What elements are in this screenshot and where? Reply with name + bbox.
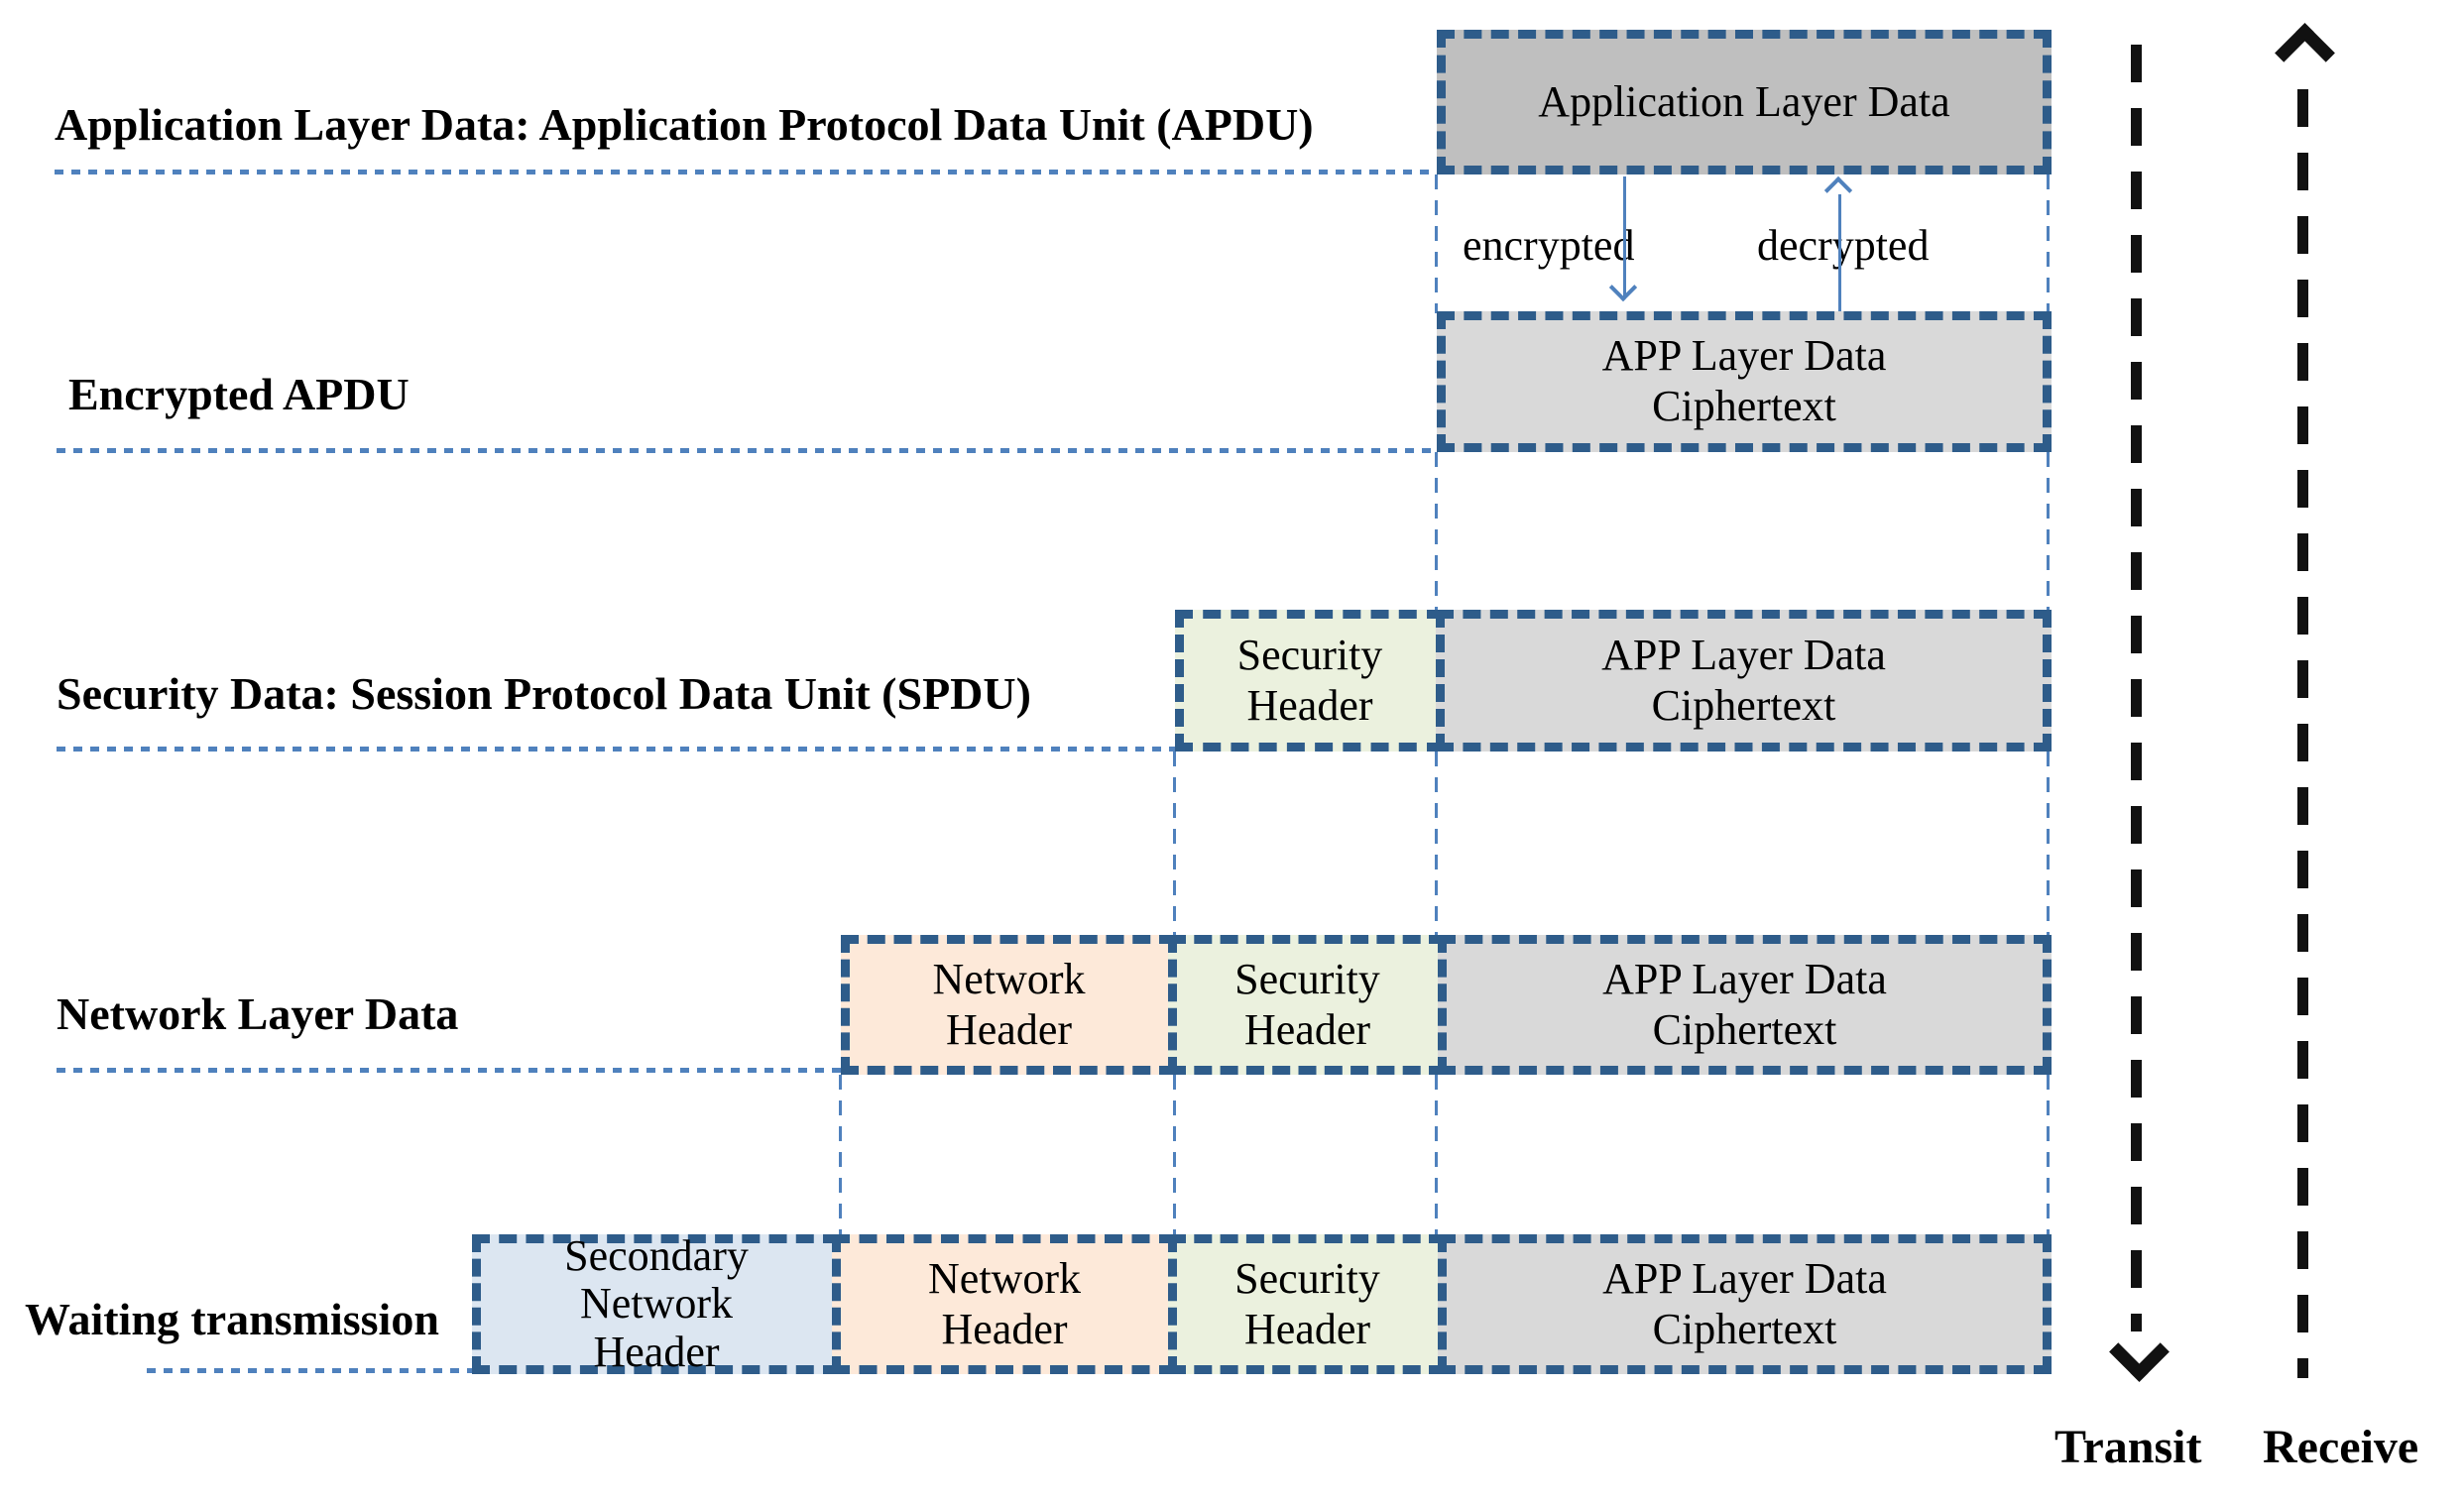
row-label-encrypted-apdu: Encrypted APDU — [68, 369, 410, 419]
box-text: Network Header — [928, 1253, 1081, 1353]
row-separator-line — [147, 1368, 472, 1373]
transit-label: Transit — [2054, 1421, 2202, 1473]
decrypted-arrow-line — [1838, 194, 1841, 315]
receive-arrow-up-icon — [2275, 23, 2335, 83]
column-guide-line — [839, 1075, 842, 1236]
transit-arrow-line — [2131, 45, 2142, 1331]
row-separator-line — [57, 747, 1175, 752]
box-network-header: Network Header — [832, 1234, 1177, 1374]
row-separator-line — [55, 170, 1437, 174]
column-guide-line — [2047, 1075, 2050, 1236]
row-label-apdu: Application Layer Data: Application Prot… — [55, 99, 1314, 150]
decrypted-label: decrypted — [1757, 221, 1930, 270]
box-text: APP Layer Data Ciphertext — [1601, 331, 1887, 430]
column-guide-line — [1435, 452, 1438, 612]
box-text: Application Layer Data — [1538, 76, 1950, 126]
encrypted-arrow-line — [1623, 176, 1626, 297]
box-security-header: Security Header — [1175, 610, 1445, 752]
box-text: Network Header — [932, 954, 1086, 1054]
box-text: Security Header — [1234, 1253, 1380, 1353]
box-security-header: Security Header — [1168, 1234, 1447, 1374]
column-guide-line — [2047, 174, 2050, 313]
transit-arrow-down-icon — [2109, 1322, 2170, 1382]
box-app-ciphertext: APP Layer Data Ciphertext — [1436, 610, 2052, 752]
box-text: APP Layer Data Ciphertext — [1602, 954, 1887, 1054]
box-text: APP Layer Data Ciphertext — [1602, 1253, 1887, 1353]
box-app-ciphertext: APP Layer Data Ciphertext — [1437, 311, 2052, 452]
column-guide-line — [1435, 174, 1438, 313]
row-label-network: Network Layer Data — [57, 988, 459, 1039]
decrypted-arrow-up-icon — [1823, 175, 1853, 205]
encrypted-arrow-down-icon — [1608, 273, 1638, 302]
column-guide-line — [2047, 452, 2050, 612]
box-secondary-network-header: Secondary Network Header — [472, 1230, 841, 1376]
box-text: Security Header — [1234, 954, 1380, 1054]
column-guide-line — [1173, 752, 1176, 937]
column-guide-line — [1173, 1075, 1176, 1236]
row-label-waiting: Waiting transmission — [25, 1294, 439, 1344]
box-network-header: Network Header — [841, 935, 1177, 1075]
box-app-ciphertext: APP Layer Data Ciphertext — [1438, 1234, 2052, 1374]
column-guide-line — [1435, 1075, 1438, 1236]
encrypted-label: encrypted — [1463, 221, 1635, 270]
row-label-spdu: Security Data: Session Protocol Data Uni… — [57, 668, 1031, 719]
box-app-ciphertext: APP Layer Data Ciphertext — [1438, 935, 2052, 1075]
box-text: Security Header — [1236, 630, 1383, 730]
row-separator-line — [57, 1068, 841, 1073]
box-application-layer-data: Application Layer Data — [1437, 30, 2052, 174]
box-text: Secondary Network Header — [564, 1230, 749, 1376]
box-text: APP Layer Data Ciphertext — [1601, 630, 1886, 730]
column-guide-line — [1435, 752, 1438, 937]
row-separator-line — [57, 448, 1437, 453]
receive-label: Receive — [2263, 1421, 2419, 1473]
column-guide-line — [2047, 752, 2050, 937]
receive-arrow-line — [2297, 89, 2308, 1378]
box-security-header: Security Header — [1168, 935, 1447, 1075]
